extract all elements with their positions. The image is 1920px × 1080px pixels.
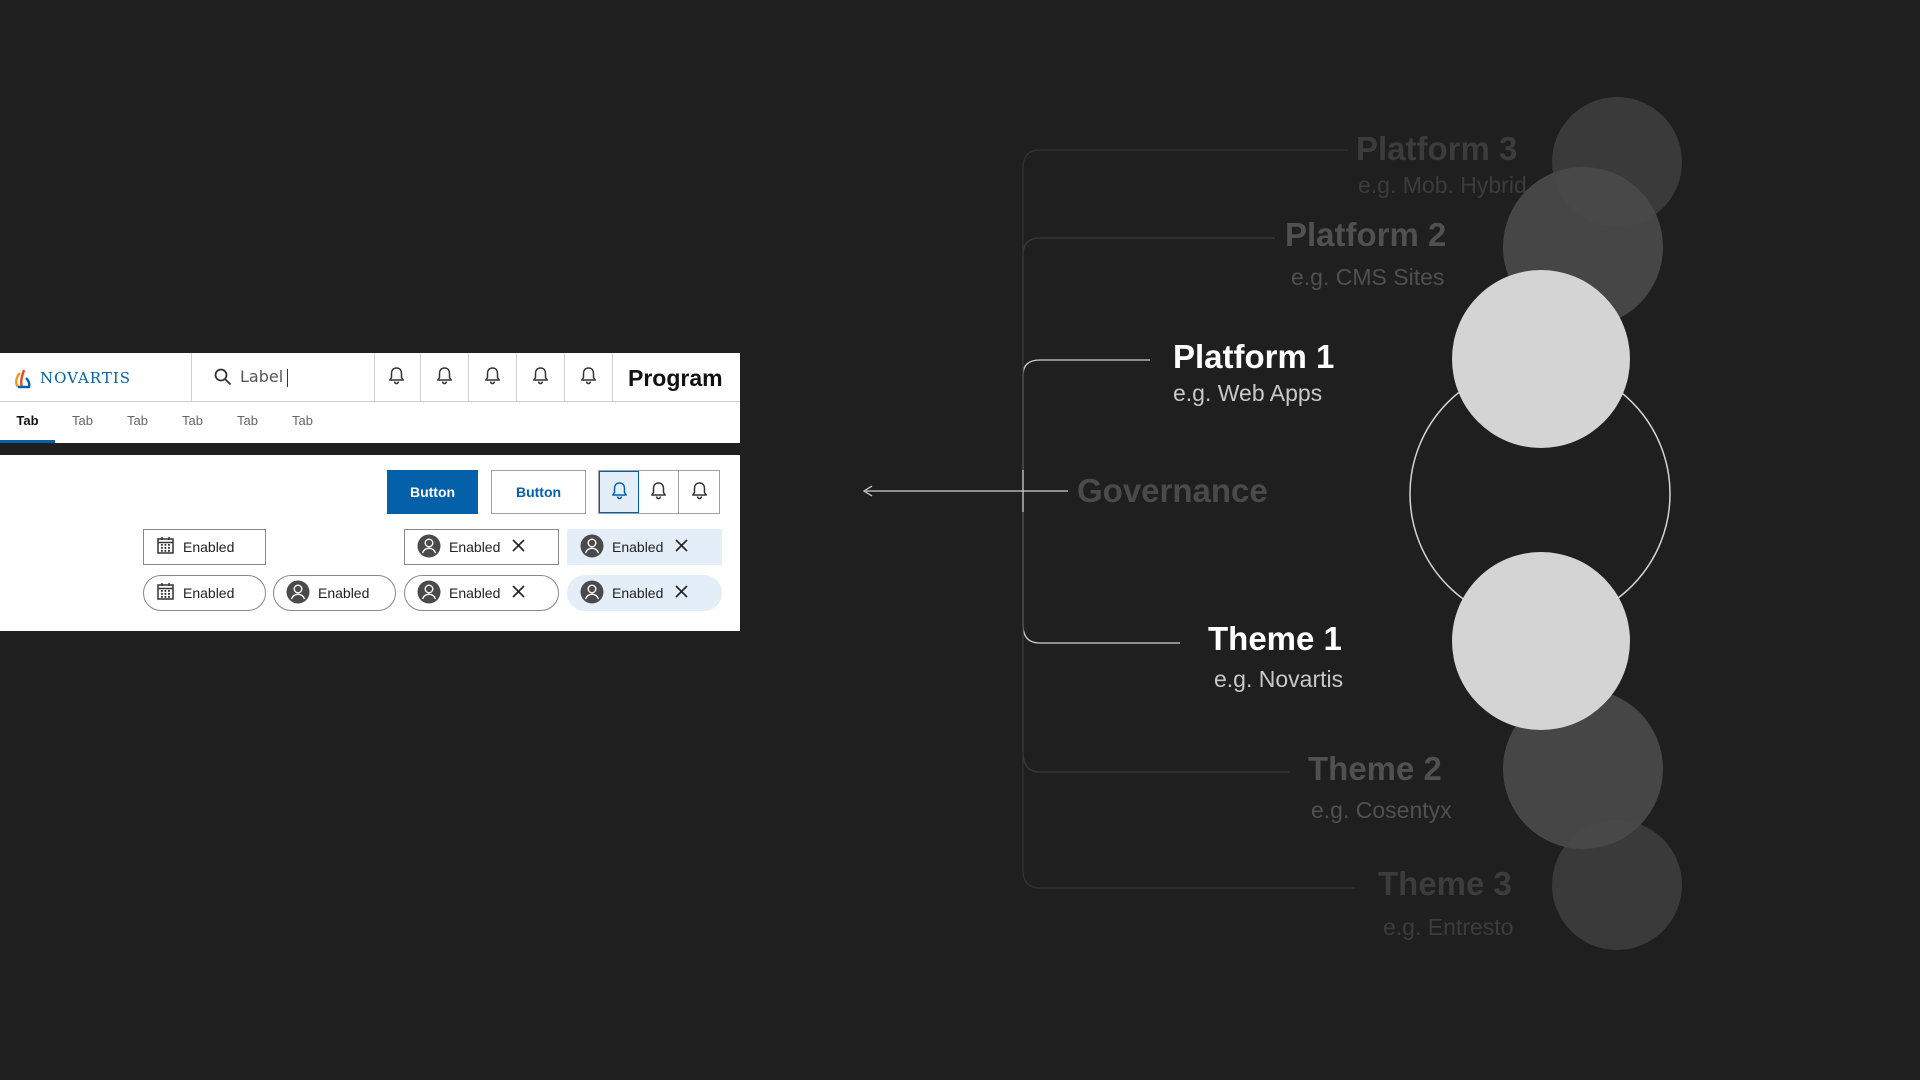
icon-button-selected[interactable]: [599, 471, 639, 513]
theme-3-circle: [1552, 820, 1682, 950]
tab-1[interactable]: Tab: [0, 402, 55, 443]
chip-label: Enabled: [183, 539, 235, 555]
icon-button-3[interactable]: [679, 471, 719, 513]
avatar-icon: [580, 580, 604, 607]
theme-2-title: Theme 2: [1308, 750, 1442, 787]
bell-icon: [484, 366, 501, 389]
governance-circle: [1409, 363, 1671, 625]
close-icon[interactable]: [512, 539, 525, 555]
tab-bar: Tab Tab Tab Tab Tab Tab: [0, 402, 330, 443]
avatar-icon: [580, 534, 604, 561]
theme-1-subtitle: e.g. Novartis: [1214, 666, 1344, 692]
calendar-chip-rounded[interactable]: Enabled: [143, 575, 266, 611]
calendar-icon: [156, 582, 175, 604]
icon-button-group: [598, 470, 720, 514]
novartis-logo[interactable]: NOVARTIS: [14, 366, 131, 390]
tab-4[interactable]: Tab: [182, 413, 203, 428]
platform-1-title: Platform 1: [1173, 338, 1335, 375]
platform-1-circle: [1452, 270, 1630, 448]
notification-button-3[interactable]: [469, 353, 517, 401]
bell-icon: [691, 481, 708, 504]
user-chip-rounded-selected[interactable]: Enabled: [567, 575, 722, 611]
bell-icon: [436, 366, 453, 389]
close-icon[interactable]: [512, 585, 525, 601]
bell-icon: [388, 366, 405, 389]
theme-1-title: Theme 1: [1208, 620, 1342, 657]
avatar-icon: [417, 534, 441, 561]
program-title: Program: [628, 365, 723, 391]
chip-label: Enabled: [183, 585, 235, 601]
chip-label: Enabled: [449, 539, 501, 555]
text-caret: [287, 368, 289, 387]
connector-platform-3: [1022, 149, 1348, 255]
bell-icon: [532, 366, 549, 389]
tab-3[interactable]: Tab: [127, 413, 148, 428]
platform-2-subtitle: e.g. CMS Sites: [1291, 264, 1445, 290]
secondary-button[interactable]: Button: [491, 470, 586, 514]
primary-button[interactable]: Button: [387, 470, 478, 514]
platform-1-subtitle: e.g. Web Apps: [1173, 380, 1323, 406]
chip-label: Enabled: [612, 539, 664, 555]
header-notification-buttons: [373, 353, 613, 401]
theme-3-subtitle: e.g. Entresto: [1383, 914, 1514, 940]
connector-theme-3: [1022, 752, 1355, 889]
theme-1-circle: [1452, 552, 1630, 730]
chip-label: Enabled: [449, 585, 501, 601]
brand-name: NOVARTIS: [40, 369, 132, 387]
calendar-icon: [156, 536, 175, 558]
notification-button-2[interactable]: [421, 353, 469, 401]
close-icon[interactable]: [675, 539, 688, 555]
avatar-icon: [417, 580, 441, 607]
chip-label: Enabled: [612, 585, 664, 601]
platform-3-subtitle: e.g. Mob. Hybrid: [1358, 172, 1527, 198]
platform-3-title: Platform 3: [1356, 130, 1518, 167]
calendar-chip[interactable]: Enabled: [143, 529, 266, 565]
tab-2[interactable]: Tab: [72, 413, 93, 428]
notification-button-4[interactable]: [517, 353, 565, 401]
user-chip-dismissible[interactable]: Enabled: [404, 529, 559, 565]
app-header: NOVARTIS Label Program: [0, 353, 740, 402]
theme-3-title: Theme 3: [1378, 865, 1512, 902]
close-icon[interactable]: [675, 585, 688, 601]
bell-icon: [580, 366, 597, 389]
notification-button-1[interactable]: [373, 353, 421, 401]
tab-5[interactable]: Tab: [237, 413, 258, 428]
platform-2-title: Platform 2: [1285, 216, 1447, 253]
icon-button-2[interactable]: [639, 471, 679, 513]
user-chip-rounded-dismissible[interactable]: Enabled: [404, 575, 559, 611]
ui-components-panel: Button Button Enabled Enabled Enabled En…: [0, 455, 740, 631]
user-chip-rounded[interactable]: Enabled: [273, 575, 396, 611]
bell-icon: [611, 481, 628, 504]
notification-button-5[interactable]: [565, 353, 613, 401]
search-icon: [214, 368, 232, 386]
search-field[interactable]: Label: [191, 353, 375, 401]
arrow-head-icon: [862, 485, 873, 497]
user-chip-selected[interactable]: Enabled: [567, 529, 722, 565]
chip-label: Enabled: [318, 585, 370, 601]
bell-icon: [650, 481, 667, 504]
connector-theme-1: [1022, 490, 1180, 644]
flame-logo-icon: [15, 369, 31, 389]
ui-header-panel: NOVARTIS Label Program Tab Tab Tab Tab T…: [0, 353, 740, 443]
theme-2-subtitle: e.g. Cosentyx: [1311, 797, 1452, 823]
search-input[interactable]: Label: [240, 367, 289, 387]
avatar-icon: [286, 580, 310, 607]
tab-6[interactable]: Tab: [292, 413, 313, 428]
governance-title: Governance: [1077, 472, 1268, 509]
